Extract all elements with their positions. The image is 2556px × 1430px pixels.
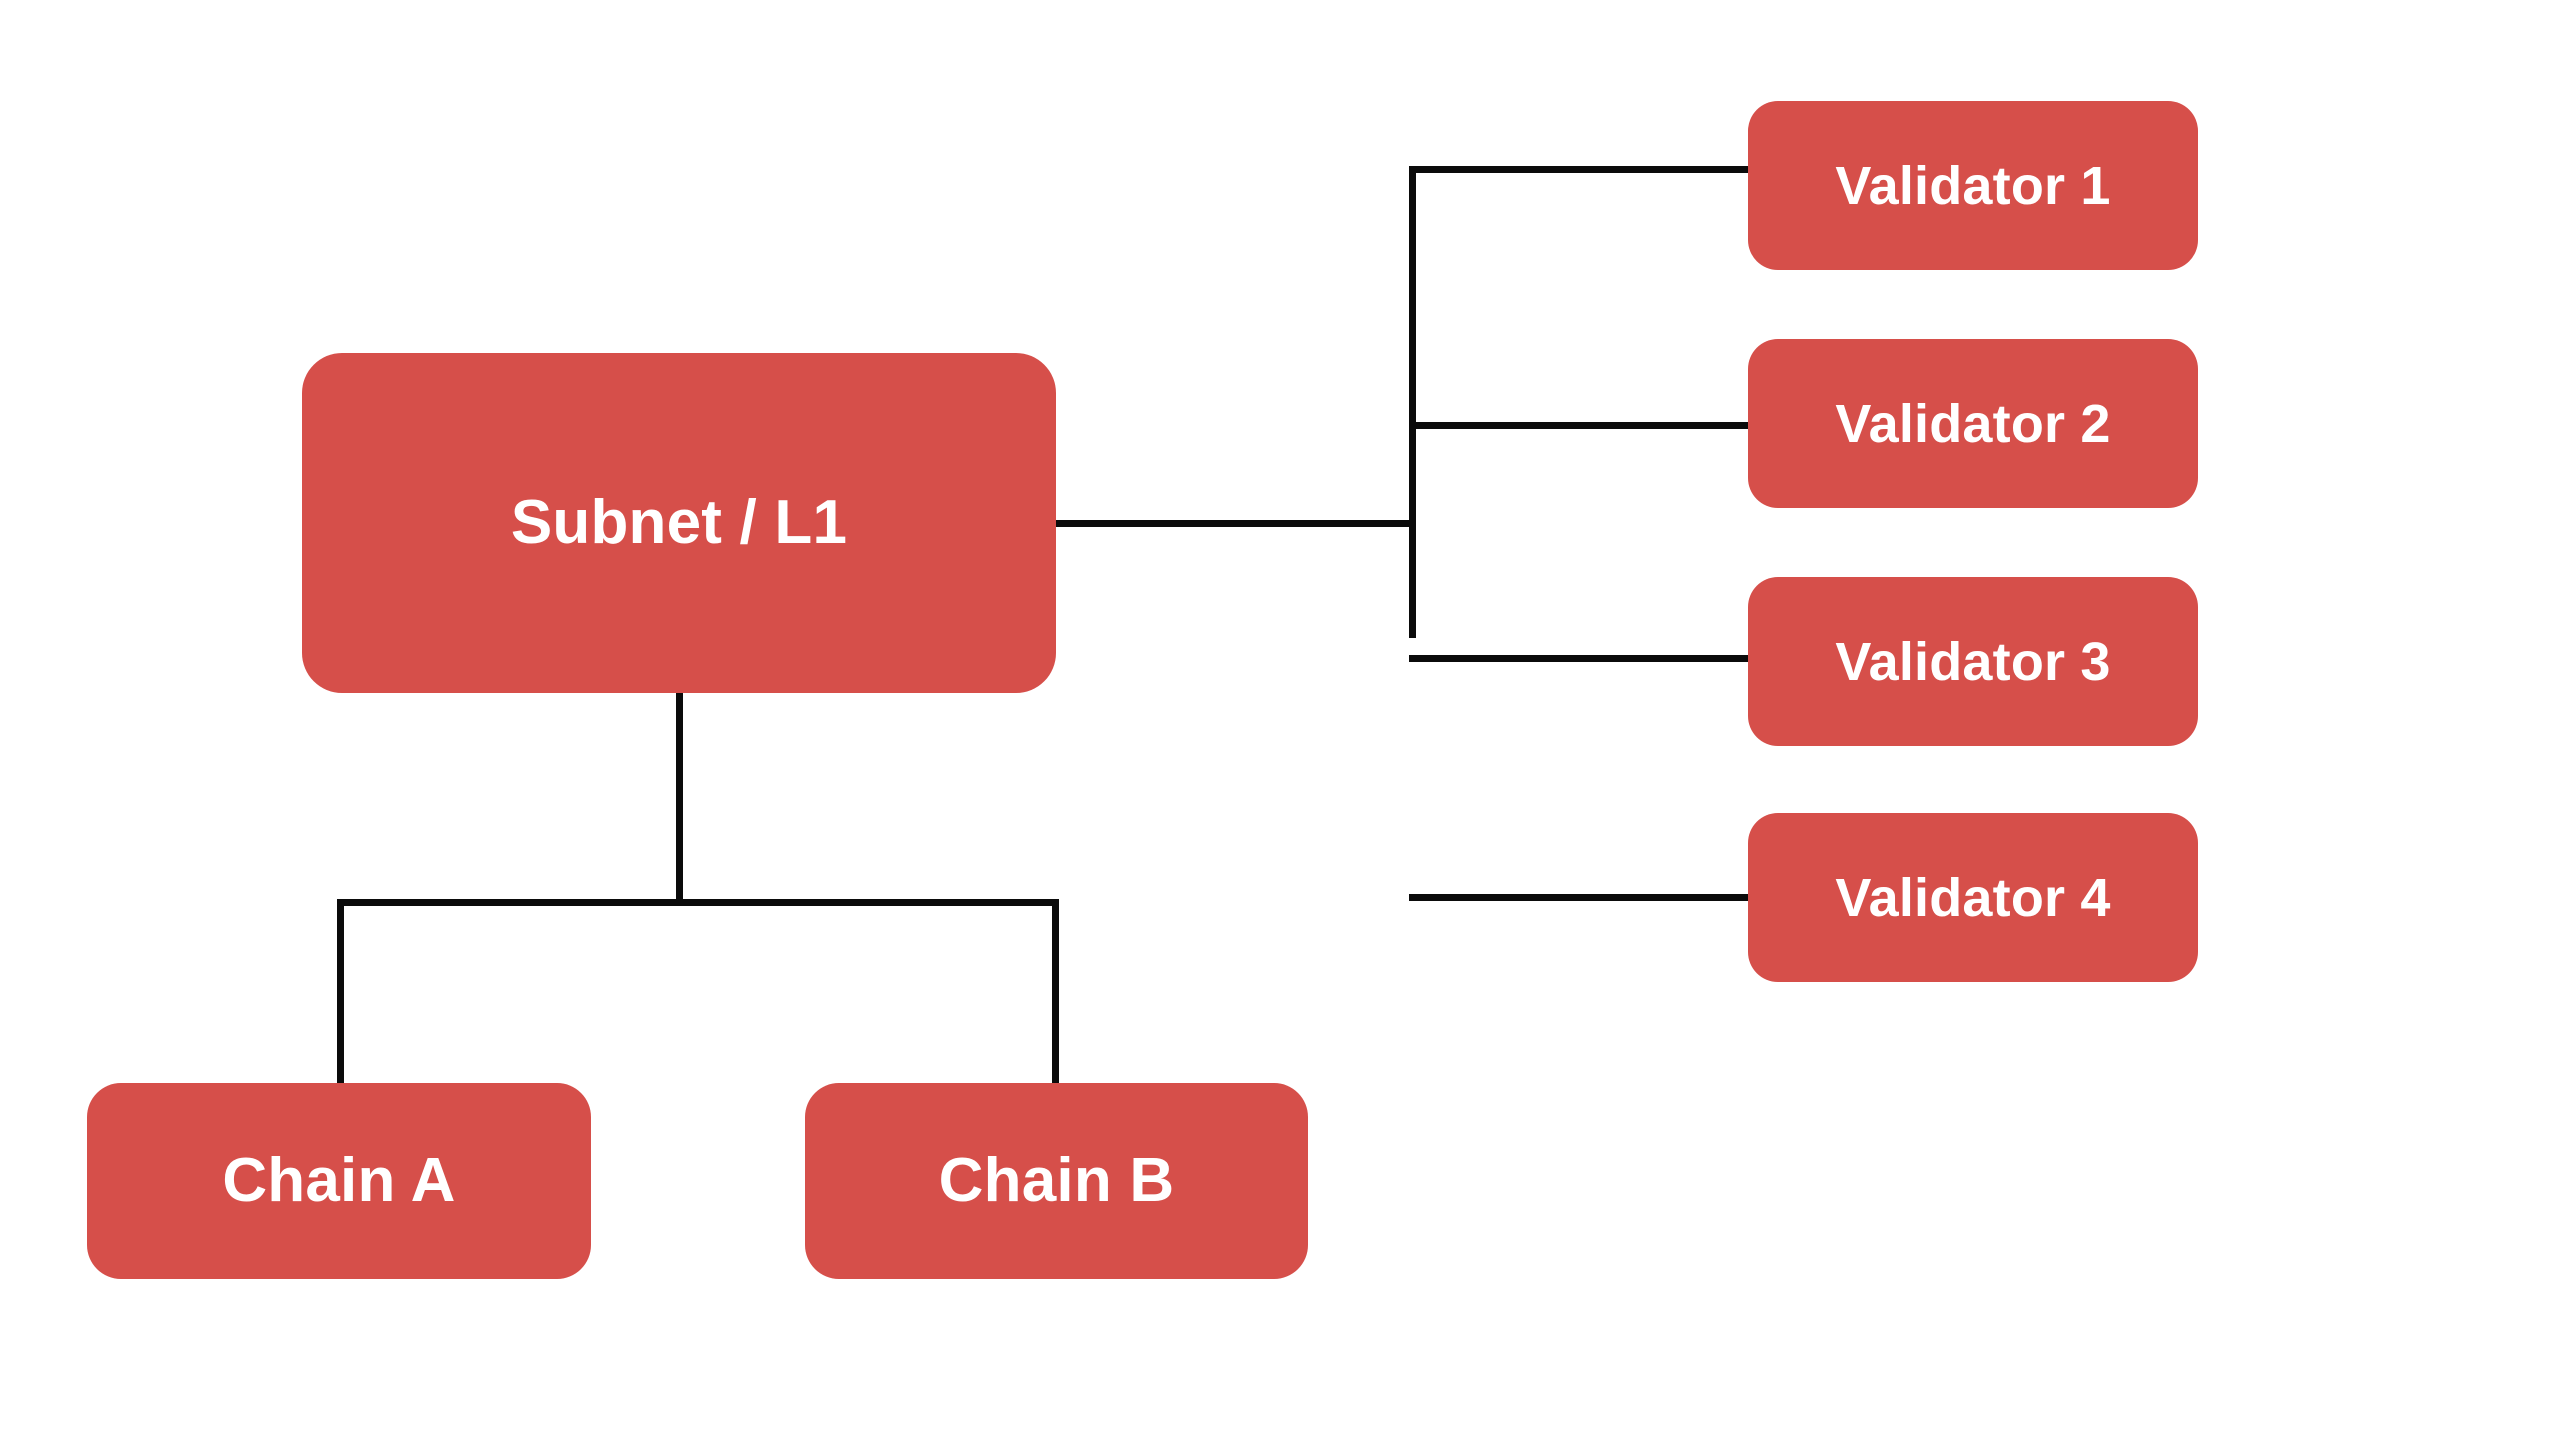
node-validator-2-label: Validator 2 [1835, 393, 2111, 454]
node-subnet-l1-label: Subnet / L1 [510, 488, 848, 557]
node-validator-3-label: Validator 3 [1835, 631, 2111, 692]
edge-branch-validator-3 [1409, 655, 1751, 662]
node-chain-a-label: Chain A [222, 1146, 456, 1215]
node-chain-b-label: Chain B [938, 1146, 1175, 1215]
node-validator-1[interactable]: Validator 1 [1748, 101, 2198, 270]
node-chain-b[interactable]: Chain B [805, 1083, 1308, 1279]
node-validator-4-label: Validator 4 [1835, 867, 2111, 928]
edge-branch-chain-b [1052, 899, 1059, 1085]
node-validator-4[interactable]: Validator 4 [1748, 813, 2198, 982]
edge-branch-validator-1 [1409, 166, 1751, 173]
edge-branch-validator-4 [1409, 894, 1751, 901]
edge-chain-horizontal-bar [337, 899, 1059, 906]
node-validator-1-label: Validator 1 [1835, 155, 2111, 216]
node-chain-a[interactable]: Chain A [87, 1083, 591, 1279]
edge-validator-trunk-vertical [1409, 166, 1416, 638]
edge-branch-validator-2 [1409, 422, 1751, 429]
node-validator-3[interactable]: Validator 3 [1748, 577, 2198, 746]
node-subnet-l1[interactable]: Subnet / L1 [302, 353, 1056, 693]
edge-root-to-chain-bar [676, 693, 683, 905]
edge-branch-chain-a [337, 899, 344, 1085]
node-validator-2[interactable]: Validator 2 [1748, 339, 2198, 508]
edge-root-to-validator-trunk [1056, 520, 1416, 527]
